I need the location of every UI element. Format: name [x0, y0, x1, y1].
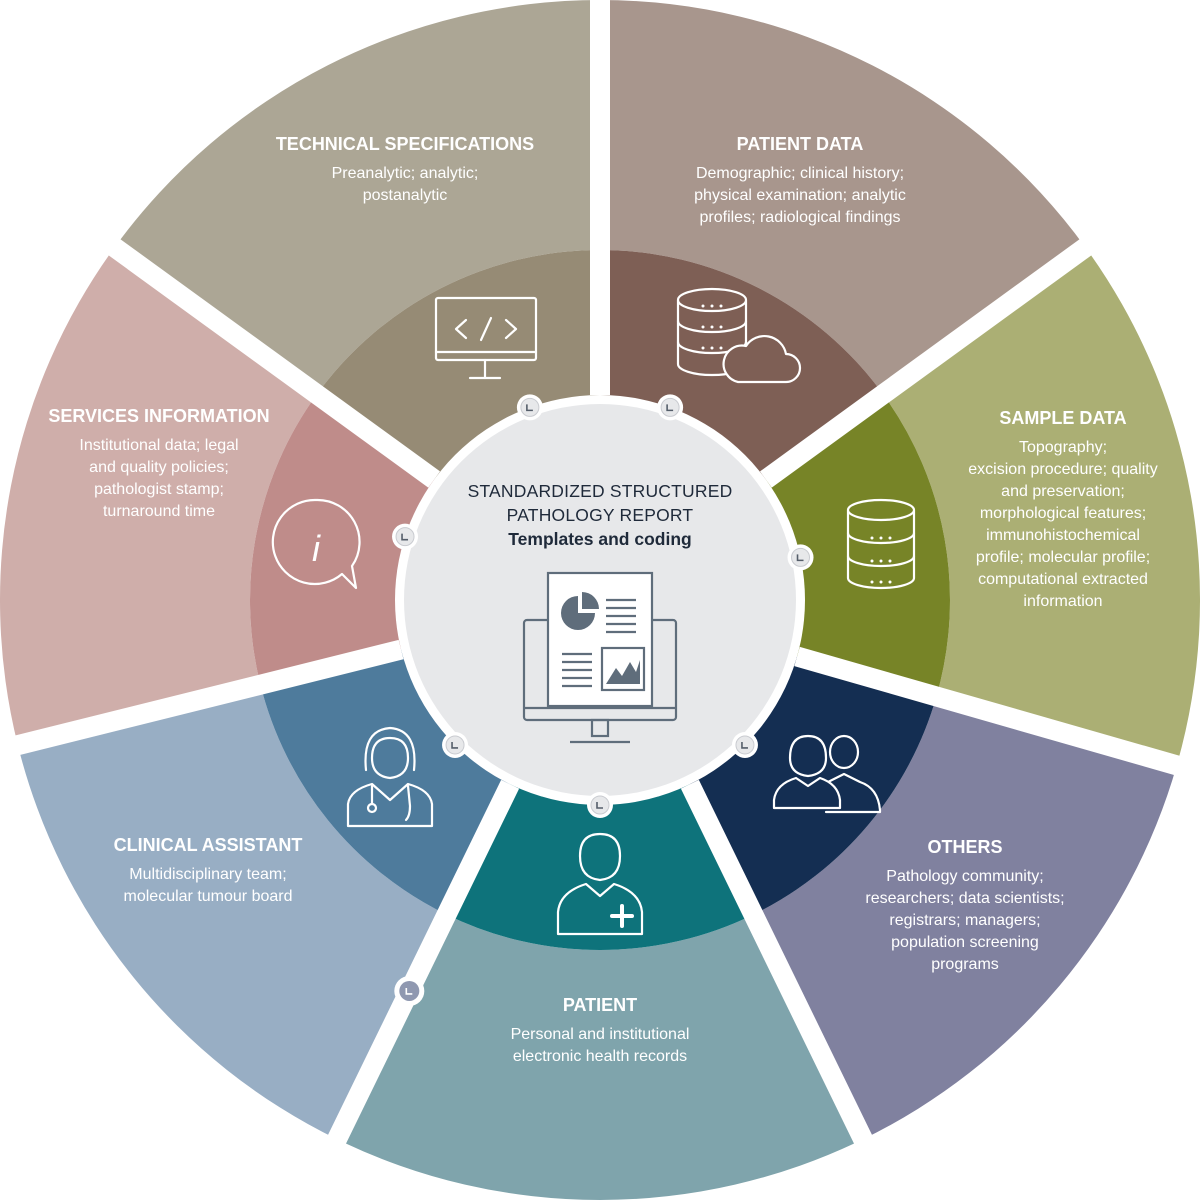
- code-monitor-icon: [434, 296, 538, 380]
- segment-sample-data-outer: [883, 247, 1200, 766]
- people-group-icon: [772, 734, 882, 814]
- segment-title: SAMPLE DATA: [999, 408, 1126, 428]
- segment-description-line: morphological features;: [980, 505, 1146, 522]
- segment-title: CLINICAL ASSISTANT: [114, 835, 303, 855]
- segment-services-information-outer: [0, 247, 317, 746]
- connector-knob: [731, 731, 758, 758]
- segment-labels: TECHNICAL SPECIFICATIONS Preanalytic; ana…: [48, 134, 1157, 1065]
- segment-description-line: researchers; data scientists;: [865, 890, 1064, 907]
- segment-description-line: electronic health records: [513, 1048, 687, 1065]
- segment-title: PATIENT: [563, 995, 637, 1015]
- segment-label-technical-specifications: TECHNICAL SPECIFICATIONS Preanalytic; ana…: [276, 134, 534, 204]
- segment-description-line: Demographic; clinical history;: [696, 165, 904, 182]
- connector-knob: [392, 523, 419, 550]
- center-title-line-1: STANDARDIZED STRUCTURED: [468, 481, 733, 501]
- segment-patient-data-outer: [600, 0, 1086, 395]
- center-subtitle: Templates and coding: [508, 529, 691, 549]
- segment-title: TECHNICAL SPECIFICATIONS: [276, 134, 534, 154]
- segment-title: OTHERS: [927, 837, 1002, 857]
- segment-divider: [319, 779, 520, 1162]
- segment-divider: [0, 639, 404, 760]
- segment-description-line: Multidisciplinary team;: [129, 866, 286, 883]
- segment-clinical-assistant-inner: [260, 648, 512, 915]
- segment-divider: [794, 646, 1199, 781]
- connector-knob: [394, 975, 425, 1006]
- segment-description-line: information: [1023, 593, 1102, 610]
- patient-plus-icon: [556, 832, 644, 936]
- segment-description-line: physical examination; analytic: [694, 187, 906, 204]
- report-monitor-icon: [522, 571, 678, 744]
- segment-services-information-inner: [249, 394, 438, 685]
- segment-description-line: programs: [931, 956, 999, 973]
- segment-description-line: population screening: [891, 934, 1039, 951]
- segment-patient-outer: [336, 914, 864, 1200]
- segment-description-line: Topography;: [1019, 439, 1107, 456]
- segment-patient-inner: [446, 780, 754, 950]
- segment-technical-specifications-outer: [114, 0, 600, 395]
- segment-title: SERVICES INFORMATION: [48, 406, 269, 426]
- segment-divider: [92, 227, 441, 488]
- segment-label-patient-data: PATIENT DATA Demographic; clinical histor…: [694, 134, 906, 226]
- segment-description-line: profiles; radiological findings: [700, 209, 901, 226]
- connector-knob: [657, 394, 684, 421]
- connector-knob: [587, 792, 613, 818]
- segment-label-others: OTHERS Pathology community; researchers; d…: [865, 837, 1064, 973]
- doctor-stethoscope-icon: [346, 726, 434, 828]
- center-title-line-2: PATHOLOGY REPORT: [507, 505, 694, 525]
- segment-clinical-assistant-outer: [17, 684, 447, 1140]
- segment-description-line: Pathology community;: [886, 868, 1043, 885]
- segment-sample-data-inner: [762, 394, 950, 697]
- segment-description-line: Institutional data; legal: [79, 437, 238, 454]
- segment-label-services-information: SERVICES INFORMATION Institutional data; …: [48, 406, 269, 520]
- segment-label-patient: PATIENT Personal and institutional electro…: [511, 995, 690, 1065]
- segment-label-clinical-assistant: CLINICAL ASSISTANT Multidisciplinary team…: [114, 835, 303, 905]
- segment-description-line: postanalytic: [363, 187, 448, 204]
- connector-knob: [442, 731, 469, 758]
- database-cloud-icon: [676, 287, 802, 384]
- info-speech-bubble-icon: i: [271, 498, 361, 590]
- connector-knob: [516, 394, 543, 421]
- segment-description-line: molecular tumour board: [124, 888, 293, 905]
- database-icon: [846, 498, 916, 590]
- segment-description-line: immunohistochemical: [986, 527, 1140, 544]
- segment-description-line: Preanalytic; analytic;: [332, 165, 479, 182]
- info-glyph: i: [312, 528, 321, 569]
- segment-description-line: Personal and institutional: [511, 1026, 690, 1043]
- segment-title: PATIENT DATA: [737, 134, 864, 154]
- segment-description-line: pathologist stamp;: [94, 481, 224, 498]
- segment-technical-specifications-inner: [316, 249, 600, 482]
- segment-divider: [680, 779, 881, 1162]
- connector-knobs: [392, 394, 814, 1006]
- segment-divider: [759, 227, 1108, 488]
- segment-dividers: [0, 0, 1196, 1157]
- segment-icons: i: [271, 287, 916, 936]
- segment-description-line: excision procedure; quality: [968, 461, 1157, 478]
- segment-label-sample-data: SAMPLE DATA Topography; excision procedure…: [968, 408, 1157, 610]
- connector-knob: [787, 544, 814, 571]
- segment-description-line: profile; molecular profile;: [976, 549, 1150, 566]
- center-hub: STANDARDIZED STRUCTURED PATHOLOGY REPORT…: [395, 395, 805, 805]
- segment-description-line: registrars; managers;: [889, 912, 1040, 929]
- segment-description-line: and preservation;: [1001, 483, 1125, 500]
- segment-description-line: and quality policies;: [89, 459, 229, 476]
- segment-description-line: turnaround time: [103, 503, 215, 520]
- segment-description-line: computational extracted: [978, 571, 1148, 588]
- segment-others-outer: [753, 696, 1177, 1140]
